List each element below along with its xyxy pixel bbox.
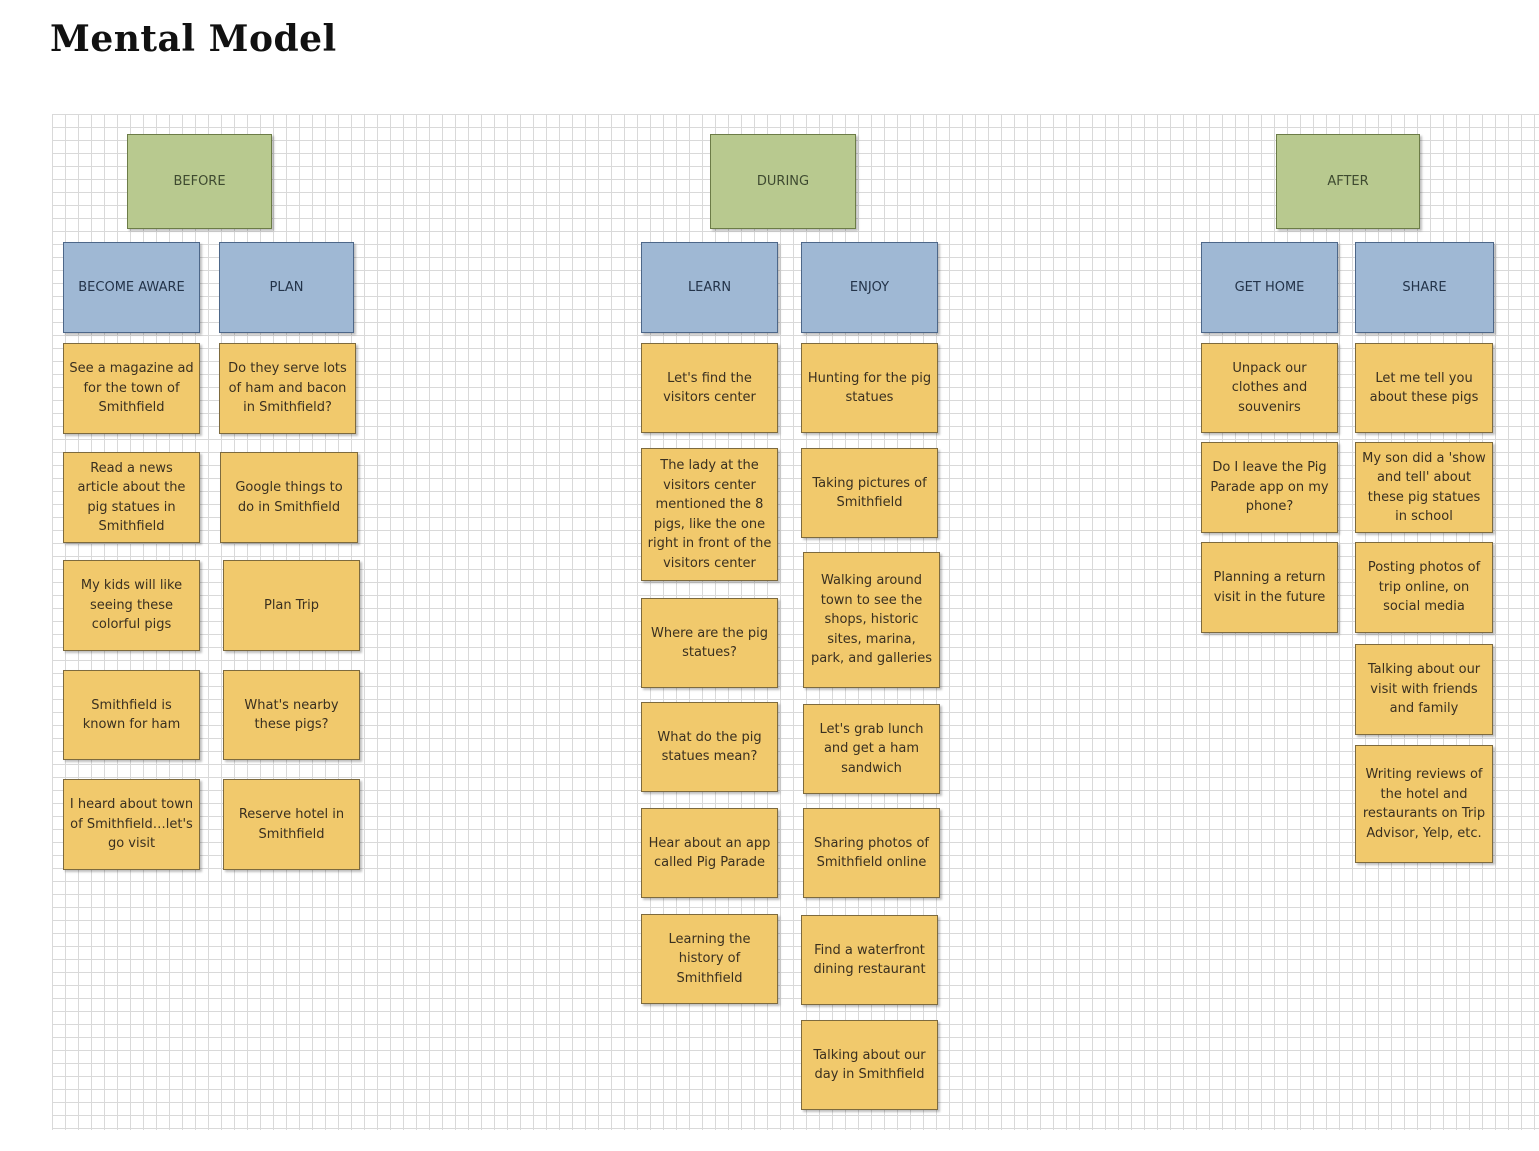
sticky-note: Walking around town to see the shops, hi…	[803, 552, 940, 688]
sticky-note: Let's find the visitors center	[641, 343, 778, 433]
sticky-note: Planning a return visit in the future	[1201, 542, 1338, 633]
sticky-note: Read a news article about the pig statue…	[63, 452, 200, 543]
sticky-note: Talking about our day in Smithfield	[801, 1020, 938, 1110]
sticky-note: Plan Trip	[223, 560, 360, 651]
sticky-note: Smithfield is known for ham	[63, 670, 200, 760]
sticky-note: Writing reviews of the hotel and restaur…	[1355, 745, 1493, 863]
phase-before: BEFORE	[127, 134, 272, 229]
sticky-note: Where are the pig statues?	[641, 598, 778, 688]
stage-enjoy: ENJOY	[801, 242, 938, 333]
stage-learn: LEARN	[641, 242, 778, 333]
sticky-note: The lady at the visitors center mentione…	[641, 448, 778, 581]
stage-share: SHARE	[1355, 242, 1494, 333]
sticky-note: Sharing photos of Smithfield online	[803, 808, 940, 898]
sticky-note: Unpack our clothes and souvenirs	[1201, 343, 1338, 433]
sticky-note: Posting photos of trip online, on social…	[1355, 542, 1493, 633]
stage-become-aware: BECOME AWARE	[63, 242, 200, 333]
sticky-note: Do I leave the Pig Parade app on my phon…	[1201, 442, 1338, 533]
sticky-note: I heard about town of Smithfield…let's g…	[63, 779, 200, 870]
sticky-note: Let's grab lunch and get a ham sandwich	[803, 704, 940, 794]
sticky-note: Hunting for the pig statues	[801, 343, 938, 433]
sticky-note: What's nearby these pigs?	[223, 670, 360, 760]
stage-get-home: GET HOME	[1201, 242, 1338, 333]
sticky-note: Do they serve lots of ham and bacon in S…	[219, 343, 356, 434]
phase-during: DURING	[710, 134, 856, 229]
sticky-note: Taking pictures of Smithfield	[801, 448, 938, 538]
sticky-note: My son did a 'show and tell' about these…	[1355, 442, 1493, 533]
sticky-note: Hear about an app called Pig Parade	[641, 808, 778, 898]
phase-after: AFTER	[1276, 134, 1420, 229]
stage-plan: PLAN	[219, 242, 354, 333]
page-title: Mental Model	[50, 18, 337, 60]
sticky-note: Talking about our visit with friends and…	[1355, 644, 1493, 735]
sticky-note: Find a waterfront dining restaurant	[801, 915, 938, 1005]
sticky-note: Learning the history of Smithfield	[641, 914, 778, 1004]
sticky-note: See a magazine ad for the town of Smithf…	[63, 343, 200, 434]
sticky-note: Reserve hotel in Smithfield	[223, 779, 360, 870]
sticky-note: What do the pig statues mean?	[641, 702, 778, 792]
sticky-note: My kids will like seeing these colorful …	[63, 560, 200, 651]
sticky-note: Let me tell you about these pigs	[1355, 343, 1493, 433]
sticky-note: Google things to do in Smithfield	[220, 452, 358, 543]
